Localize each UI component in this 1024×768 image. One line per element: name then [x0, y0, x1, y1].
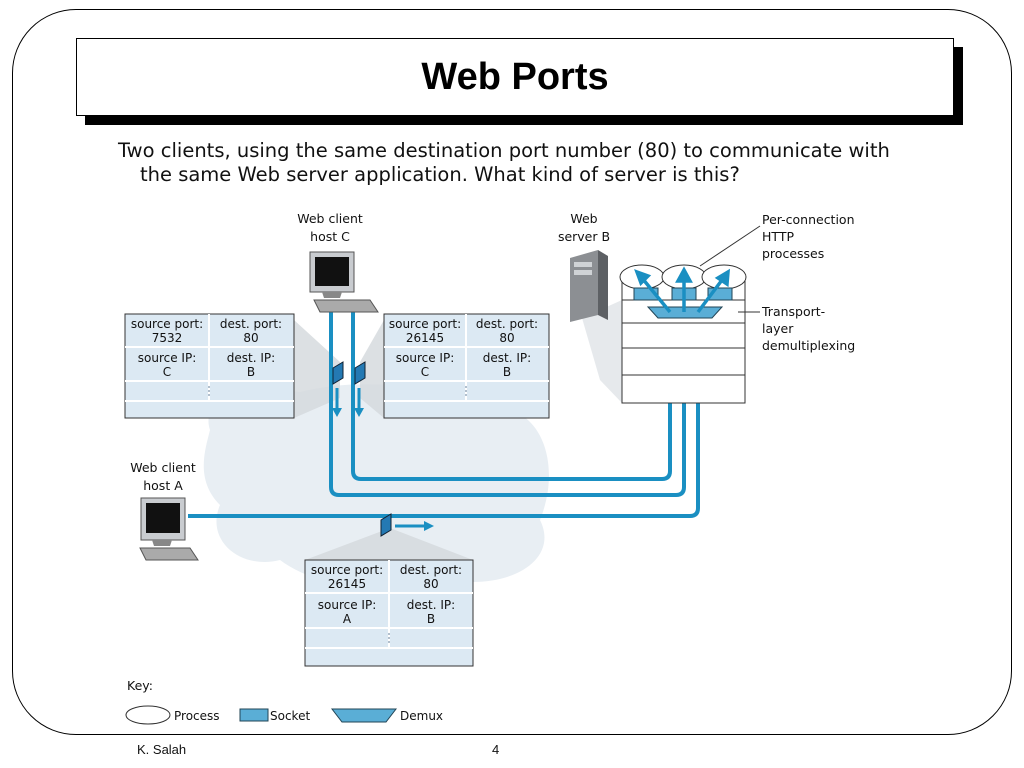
spotlight-server — [582, 300, 622, 403]
packets — [332, 361, 434, 537]
link-host-c-1 — [329, 282, 686, 497]
slide-frame — [12, 9, 1012, 735]
footer-author: K. Salah — [137, 742, 187, 757]
dest-port-value: 80 — [499, 331, 514, 345]
per-connection-label-line2: HTTP — [762, 229, 794, 244]
network-cloud — [203, 384, 549, 591]
source-port-label: source port: — [311, 563, 383, 577]
network-links — [188, 282, 700, 518]
segment-box-a: source port: 26145 dest. port: 80 source… — [304, 559, 474, 667]
key-demux-icon — [330, 708, 398, 723]
title-box: Web Ports — [76, 38, 954, 116]
transport-label-line2: layer — [762, 321, 794, 336]
key-process-label: Process — [174, 709, 220, 723]
packet-a — [380, 513, 392, 537]
segment-box-c2: source port: 26145 dest. port: 80 source… — [383, 313, 550, 419]
dest-port-label: dest. port: — [400, 563, 462, 577]
source-ip-value: A — [343, 612, 352, 626]
key-title: Key: — [127, 678, 153, 693]
source-ip-value: C — [421, 365, 429, 379]
key-process-icon — [125, 705, 171, 725]
dest-port-label: dest. port: — [476, 317, 538, 331]
server-tower-icon — [570, 250, 608, 322]
dest-port-value: 80 — [423, 577, 438, 591]
source-port-label: source port: — [131, 317, 203, 331]
per-connection-leader — [699, 225, 761, 267]
server-label-line1: Web — [570, 211, 597, 226]
per-connection-label-line3: processes — [762, 246, 824, 261]
dest-ip-label: dest. IP: — [407, 598, 455, 612]
dest-port-value: 80 — [243, 331, 258, 345]
source-port-label: source port: — [389, 317, 461, 331]
source-ip-label: source IP: — [396, 351, 454, 365]
source-ip-value: C — [163, 365, 171, 379]
host-a-label-line2: host A — [143, 478, 183, 493]
transport-label-line1: Transport- — [761, 304, 825, 319]
key-socket-icon — [239, 708, 269, 722]
source-ip-label: source IP: — [138, 351, 196, 365]
question-line-2: the same Web server application. What ki… — [140, 163, 740, 186]
slide-title: Web Ports — [421, 55, 609, 98]
link-host-a — [188, 282, 700, 518]
host-c-label-line2: host C — [310, 229, 350, 244]
spotlight-c1 — [294, 320, 340, 418]
source-port-value: 7532 — [152, 331, 183, 345]
dest-ip-label: dest. IP: — [483, 351, 531, 365]
footer-page-number: 4 — [492, 742, 500, 757]
host-a-label-line1: Web client — [130, 460, 196, 475]
transport-label-line3: demultiplexing — [762, 338, 855, 353]
spotlight-c2 — [360, 320, 384, 418]
dest-ip-label: dest. IP: — [227, 351, 275, 365]
source-port-value: 26145 — [328, 577, 366, 591]
question-text: Two clients, using the same destination … — [118, 139, 968, 187]
server-label-line2: server B — [558, 229, 610, 244]
key-demux-label: Demux — [400, 709, 443, 723]
computer-icon-host-a — [139, 497, 199, 561]
source-port-value: 26145 — [406, 331, 444, 345]
dest-ip-value: B — [247, 365, 255, 379]
dest-port-label: dest. port: — [220, 317, 282, 331]
per-connection-label-line1: Per-connection — [762, 212, 855, 227]
key-socket-label: Socket — [270, 709, 310, 723]
computer-icon-host-c — [309, 251, 379, 313]
packet-c1 — [332, 361, 344, 385]
legend: Key: Process Socket Demux — [125, 678, 443, 725]
dest-ip-value: B — [427, 612, 435, 626]
question-line-1: Two clients, using the same destination … — [118, 139, 890, 162]
dest-ip-value: B — [503, 365, 511, 379]
server-arrows — [634, 266, 731, 314]
link-host-c-2 — [351, 282, 672, 481]
source-ip-label: source IP: — [318, 598, 376, 612]
host-c-label-line1: Web client — [297, 211, 363, 226]
spotlight-a — [305, 528, 473, 560]
packet-c2 — [354, 361, 366, 385]
segment-box-c1: source port: 7532 dest. port: 80 source … — [124, 313, 295, 419]
